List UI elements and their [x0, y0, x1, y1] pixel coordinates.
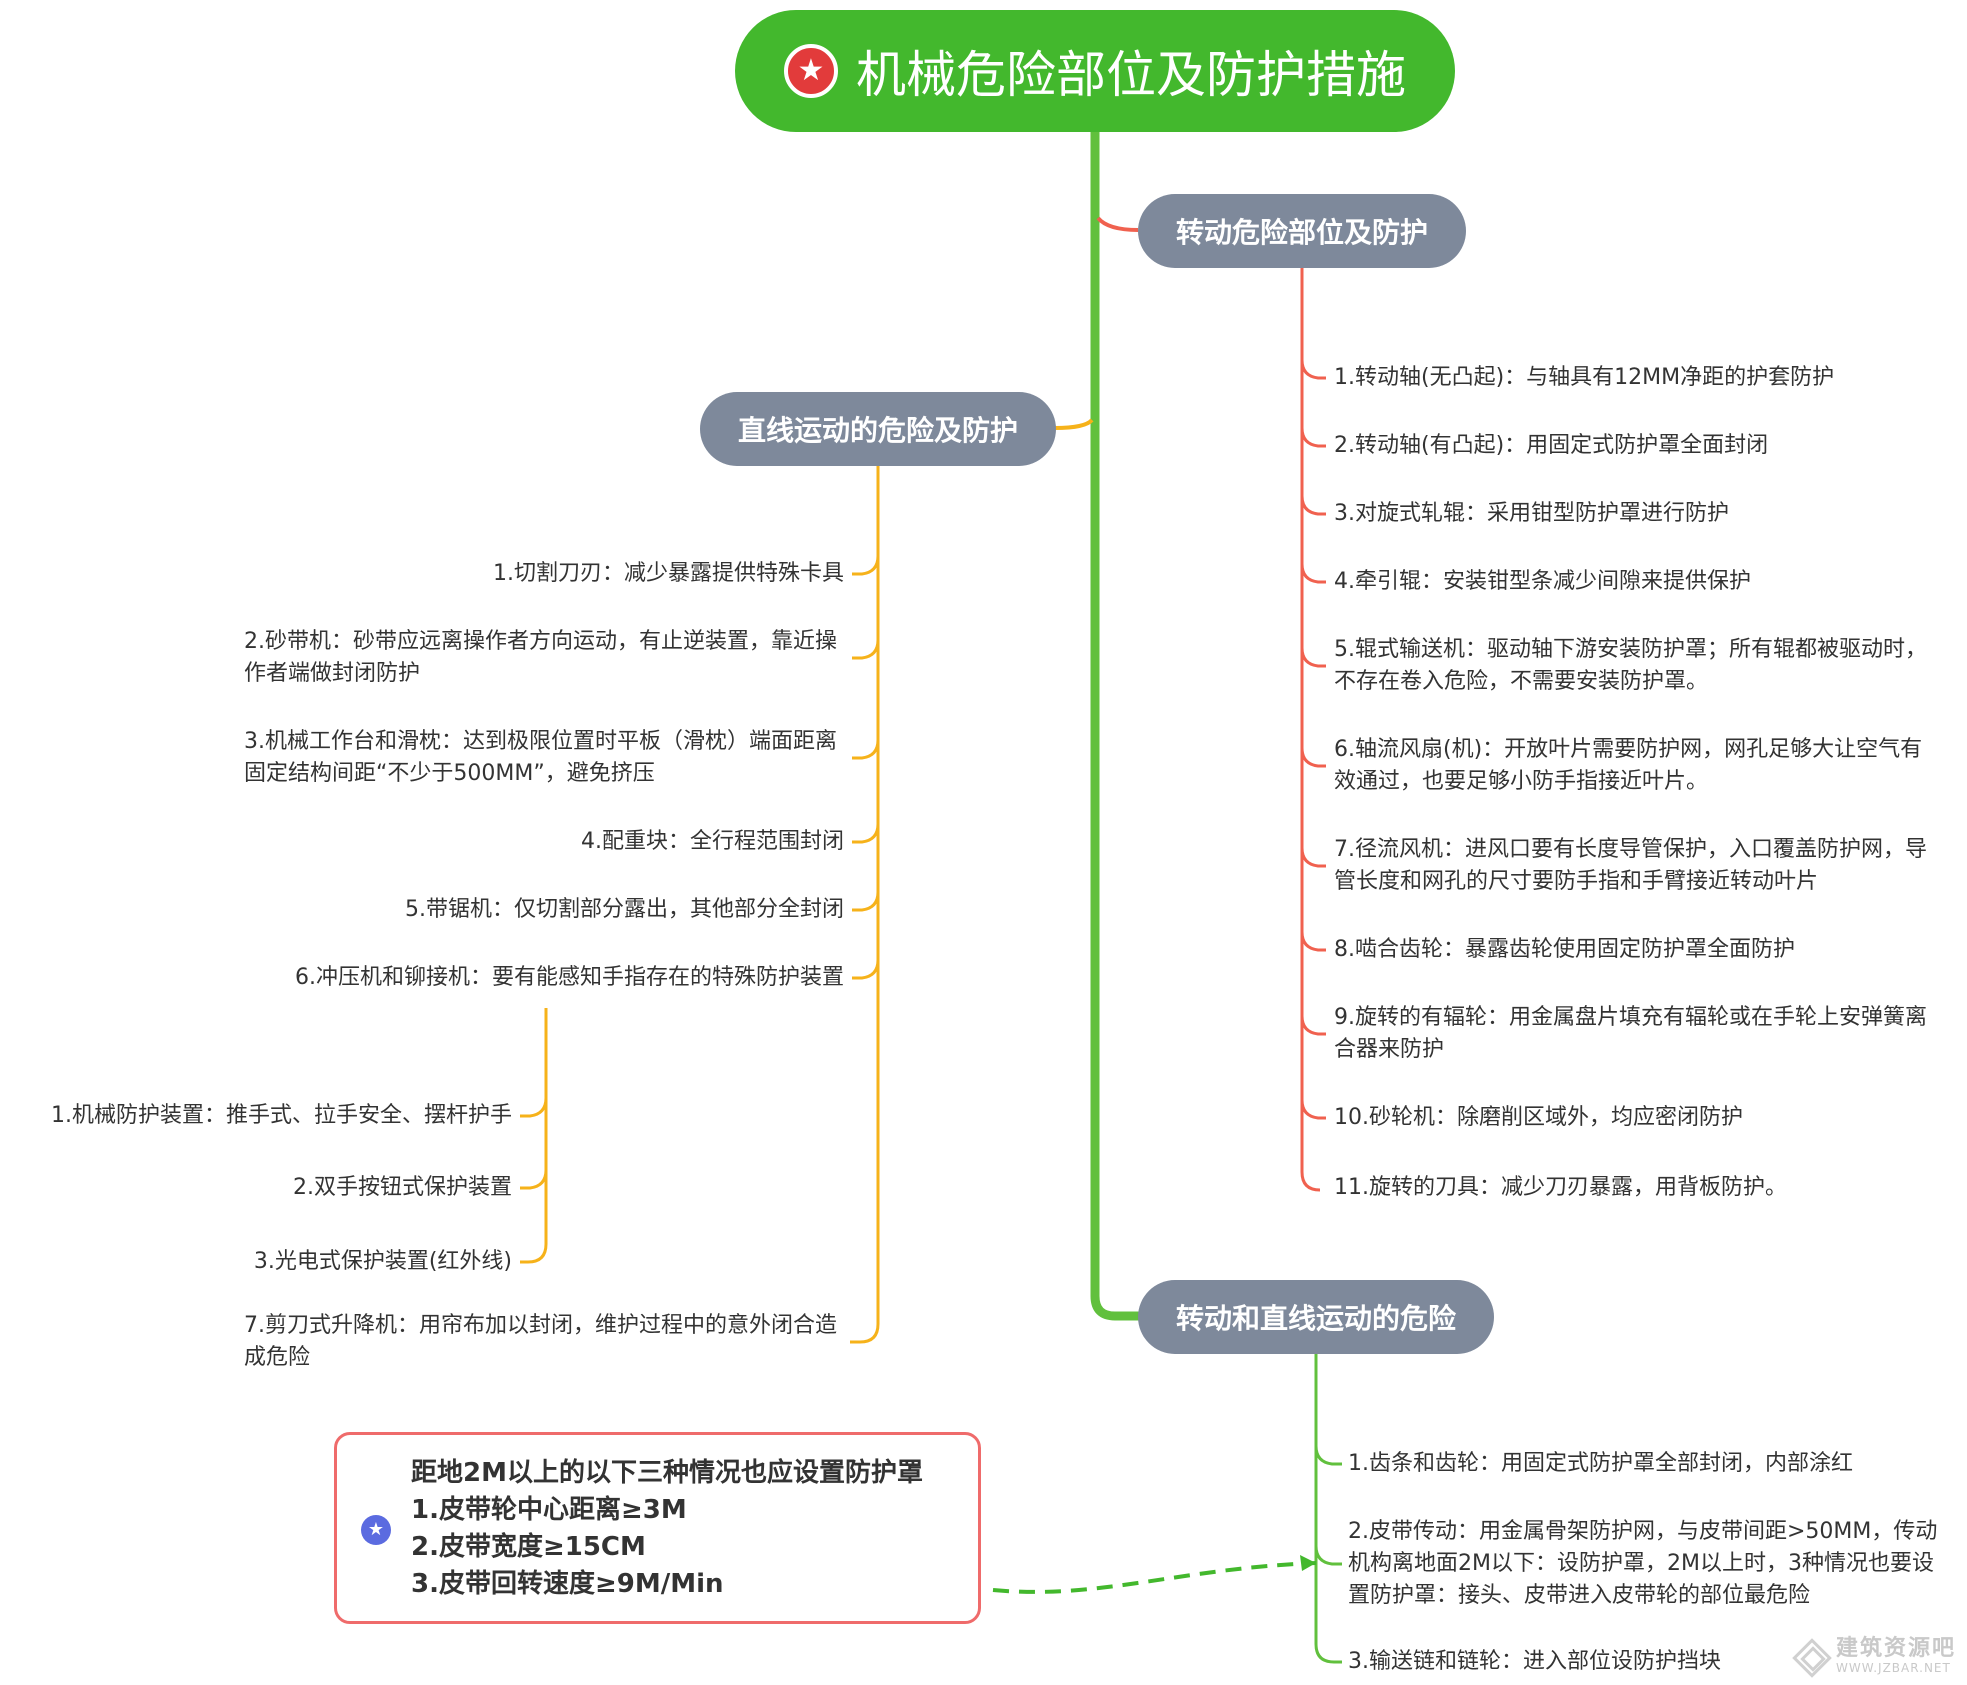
watermark: 建筑资源吧 WWW.JZBAR.NET: [1790, 1636, 1956, 1676]
root-node[interactable]: ★ 机械危险部位及防护措施: [735, 10, 1455, 132]
rotating-item[interactable]: 2.转动轴(有凸起)：用固定式防护罩全面封闭: [1334, 433, 1769, 458]
note-callout[interactable]: ★ 距地2M以上的以下三种情况也应设置防护罩 1.皮带轮中心距离≥3M 2.皮带…: [334, 1432, 981, 1624]
note-line: 2.皮带宽度≥15CM: [411, 1532, 646, 1562]
linear-sub-item[interactable]: 2.双手按钮式保护装置: [293, 1175, 512, 1200]
linear-item[interactable]: 5.带锯机：仅切割部分露出，其他部分全封闭: [405, 897, 844, 922]
rotating-item[interactable]: 3.对旋式轧辊：采用钳型防护罩进行防护: [1334, 501, 1729, 526]
rotating-item[interactable]: 10.砂轮机：除磨削区域外，均应密闭防护: [1334, 1105, 1743, 1130]
branch-linear[interactable]: 直线运动的危险及防护: [700, 392, 1056, 466]
branch-rotating-label: 转动危险部位及防护: [1175, 216, 1428, 249]
rotating-item[interactable]: 9.旋转的有辐轮：用金属盘片填充有辐轮或在手轮上安弹簧离合器来防护: [1334, 1005, 1927, 1062]
note-lines: 距地2M以上的以下三种情况也应设置防护罩 1.皮带轮中心距离≥3M 2.皮带宽度…: [411, 1455, 923, 1603]
rotating-item[interactable]: 11.旋转的刀具：减少刀刃暴露，用背板防护。: [1334, 1175, 1787, 1200]
linear-item[interactable]: 2.砂带机：砂带应远离操作者方向运动，有止逆装置，靠近操作者端做封闭防护: [244, 629, 837, 686]
note-dashed-connector: [992, 1561, 1317, 1594]
combined-item[interactable]: 2.皮带传动：用金属骨架防护网，与皮带间距>50MM，传动机构离地面2M以下：设…: [1348, 1519, 1938, 1608]
star-badge-icon: ★: [361, 1515, 391, 1545]
rotating-item[interactable]: 5.辊式输送机：驱动轴下游安装防护罩；所有辊都被驱动时，不存在卷入危险，不需要安…: [1334, 637, 1927, 694]
root-title: 机械危险部位及防护措施: [856, 46, 1406, 104]
watermark-en: WWW.JZBAR.NET: [1836, 1660, 1951, 1675]
rotating-spine: [1300, 268, 1321, 1192]
branch-linear-label: 直线运动的危险及防护: [737, 414, 1018, 447]
branch-combined-label: 转动和直线运动的危险: [1175, 1302, 1456, 1335]
linear-branch-connector: [1054, 418, 1094, 430]
linear-item[interactable]: 3.机械工作台和滑枕：达到极限位置时平板（滑枕）端面距离固定结构间距“不少于50…: [244, 729, 837, 786]
star-badge-icon: ★: [784, 44, 838, 98]
rotating-item[interactable]: 4.牵引辊：安装钳型条减少间隙来提供保护: [1334, 569, 1751, 594]
linear-item[interactable]: 7.剪刀式升降机：用帘布加以封闭，维护过程中的意外闭合造成危险: [244, 1313, 837, 1370]
rotating-item[interactable]: 8.啮合齿轮：暴露齿轮使用固定防护罩全面防护: [1334, 937, 1795, 962]
note-line: 3.皮带回转速度≥9M/Min: [411, 1569, 724, 1599]
linear-item[interactable]: 4.配重块：全行程范围封闭: [581, 829, 844, 854]
linear-item[interactable]: 1.切割刀刃：减少暴露提供特殊卡具: [493, 561, 844, 586]
watermark-cn: 建筑资源吧: [1836, 1636, 1957, 1662]
branch-combined[interactable]: 转动和直线运动的危险: [1138, 1280, 1494, 1354]
linear-ticks: [852, 555, 880, 980]
trunk-line: [1090, 125, 1143, 1321]
rotating-item[interactable]: 1.转动轴(无凸起)：与轴具有12MM净距的护套防护: [1334, 365, 1835, 390]
linear-spine: [850, 466, 880, 1344]
linear-item[interactable]: 6.冲压机和铆接机：要有能感知手指存在的特殊防护装置: [295, 965, 844, 990]
note-arrow-head: [1300, 1555, 1316, 1571]
combined-item[interactable]: 3.输送链和链轮：进入部位设防护挡块: [1348, 1649, 1721, 1674]
rotating-ticks: [1300, 359, 1326, 1120]
combined-ticks: [1314, 1445, 1342, 1566]
linear-sub-ticks: [520, 1097, 548, 1190]
note-line: 1.皮带轮中心距离≥3M: [411, 1495, 687, 1525]
note-line: 距地2M以上的以下三种情况也应设置防护罩: [411, 1458, 923, 1488]
linear-sub-spine: [520, 1008, 548, 1264]
linear-sub-item[interactable]: 3.光电式保护装置(红外线): [253, 1249, 512, 1274]
rotating-branch-connector: [1096, 216, 1139, 232]
rotating-item[interactable]: 6.轴流风扇(机)：开放叶片需要防护网，网孔足够大让空气有效通过，也要足够小防手…: [1334, 737, 1923, 794]
branch-rotating[interactable]: 转动危险部位及防护: [1138, 194, 1466, 268]
watermark-logo-icon: [1790, 1636, 1830, 1676]
rotating-item[interactable]: 7.径流风机：进风口要有长度导管保护，入口覆盖防护网，导管长度和网孔的尺寸要防手…: [1334, 837, 1927, 894]
combined-spine: [1314, 1354, 1342, 1664]
linear-sub-item[interactable]: 1.机械防护装置：推手式、拉手安全、摆杆护手: [51, 1103, 512, 1128]
combined-item[interactable]: 1.齿条和齿轮：用固定式防护罩全部封闭，内部涂红: [1348, 1451, 1853, 1476]
